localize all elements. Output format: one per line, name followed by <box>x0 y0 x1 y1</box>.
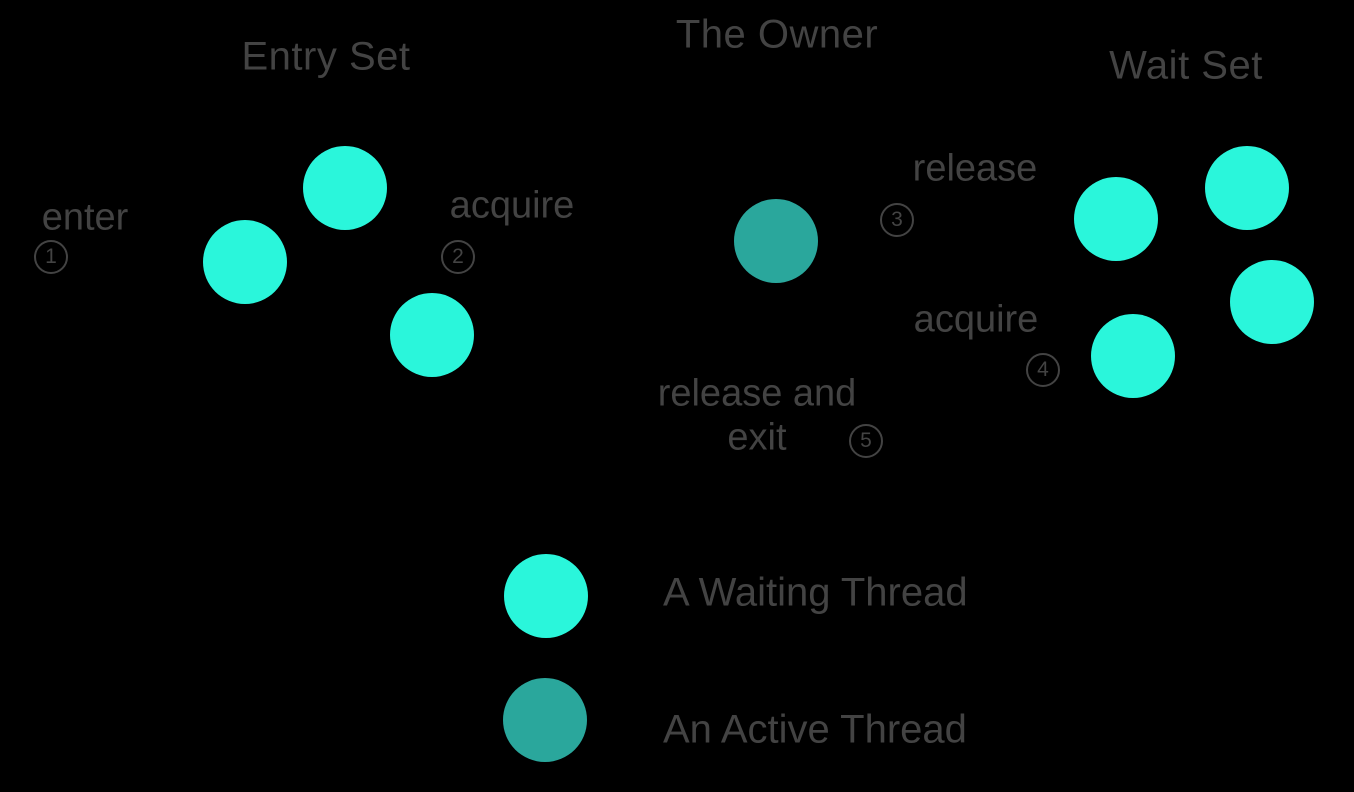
acquire-wait-label: acquire <box>913 298 1039 341</box>
step-5-number: 5 <box>860 429 872 452</box>
step-1-number: 1 <box>45 245 57 268</box>
step-3-badge: 3 <box>880 203 914 237</box>
step-5-badge: 5 <box>849 424 883 458</box>
step-1-badge: 1 <box>34 240 68 274</box>
acquire-entry-label: acquire <box>449 184 575 227</box>
legend-waiting-thread-swatch <box>504 554 588 638</box>
entry-set-title: Entry Set <box>241 34 411 79</box>
legend-active-thread-swatch <box>503 678 587 762</box>
entry-set-thread-circle <box>390 293 474 377</box>
wait-set-thread-circle <box>1205 146 1289 230</box>
entry-set-thread-circle <box>303 146 387 230</box>
step-2-number: 2 <box>452 245 464 268</box>
owner-title: The Owner <box>675 12 879 57</box>
step-3-number: 3 <box>891 208 903 231</box>
enter-label: enter <box>41 196 129 239</box>
wait-set-thread-circle <box>1091 314 1175 398</box>
legend-active-label: An Active Thread <box>663 707 967 752</box>
wait-set-title: Wait Set <box>1109 43 1263 88</box>
wait-set-thread-circle <box>1074 177 1158 261</box>
legend-waiting-label: A Waiting Thread <box>663 570 968 615</box>
entry-set-thread-circle <box>203 220 287 304</box>
step-4-badge: 4 <box>1026 353 1060 387</box>
release-label: release <box>912 147 1038 190</box>
release-and-exit-label: release and exit <box>657 372 857 458</box>
owner-thread-circle <box>734 199 818 283</box>
step-2-badge: 2 <box>441 240 475 274</box>
step-4-number: 4 <box>1037 358 1049 381</box>
wait-set-thread-circle <box>1230 260 1314 344</box>
